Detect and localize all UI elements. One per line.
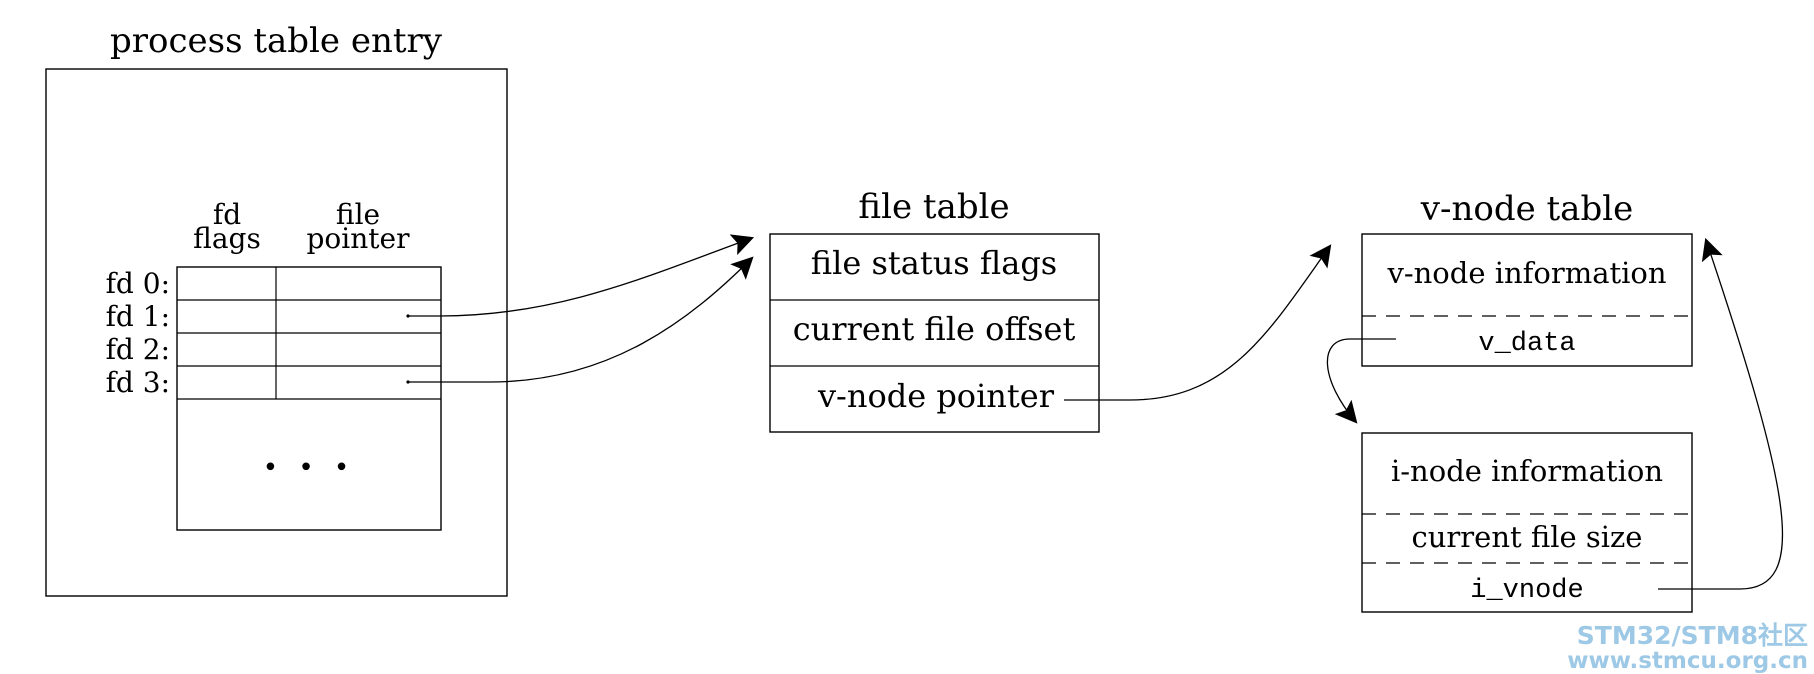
- fd-row-label-2: fd 2:: [106, 333, 170, 366]
- fd1-to-file-table-arrow: [408, 234, 755, 317]
- file-status-flags-cell: file status flags: [811, 244, 1057, 282]
- fd-row-label-0: fd 0:: [106, 267, 170, 300]
- vnode-box: [1361, 233, 1693, 367]
- inode-box: [1361, 432, 1693, 613]
- vnode-table: v-node table v-node information v_data i…: [1361, 189, 1693, 613]
- watermark-line2: www.stmcu.org.cn: [1567, 648, 1808, 674]
- vnode-information-label: v-node information: [1386, 256, 1666, 290]
- file-table-title: file table: [858, 187, 1009, 227]
- v-data-to-inode-arrow: [1326, 338, 1396, 424]
- process-table-entry: process table entry fd flags file pointe…: [45, 21, 508, 597]
- fd-row-label-1: fd 1:: [106, 300, 170, 333]
- fd-flags-header-line2: flags: [193, 222, 261, 255]
- vnode-pointer-cell: v-node pointer: [817, 377, 1055, 415]
- fd-row-label-3: fd 3:: [106, 366, 170, 399]
- fd-table: fd 0: fd 1: fd 2: fd 3: • • •: [106, 266, 442, 531]
- current-file-offset-cell: current file offset: [793, 310, 1076, 348]
- current-file-size-label: current file size: [1412, 520, 1643, 554]
- file-table: file table file status flags current fil…: [769, 187, 1100, 433]
- fd3-to-file-table-arrow: [408, 256, 754, 383]
- vnode-table-title: v-node table: [1420, 189, 1633, 229]
- process-table-title: process table entry: [110, 21, 443, 61]
- v-data-field: v_data: [1478, 329, 1575, 359]
- arrows: [406, 234, 1784, 590]
- file-pointer-header-line1: file: [336, 198, 380, 231]
- file-pointer-header-line2: pointer: [307, 222, 411, 255]
- watermark-line1: STM32/STM8社区: [1577, 621, 1808, 650]
- fd-table-ellipsis: • • •: [263, 453, 356, 483]
- watermark: STM32/STM8社区 www.stmcu.org.cn: [1567, 621, 1808, 674]
- inode-information-label: i-node information: [1391, 454, 1663, 488]
- fd-flags-header-line1: fd: [213, 198, 241, 231]
- process-table-outer-box: [45, 68, 508, 597]
- vnode-pointer-to-vnode-arrow: [1064, 244, 1332, 401]
- file-table-box: [769, 233, 1100, 433]
- i-vnode-field: i_vnode: [1470, 576, 1583, 606]
- i-vnode-to-vnode-arrow: [1658, 237, 1784, 590]
